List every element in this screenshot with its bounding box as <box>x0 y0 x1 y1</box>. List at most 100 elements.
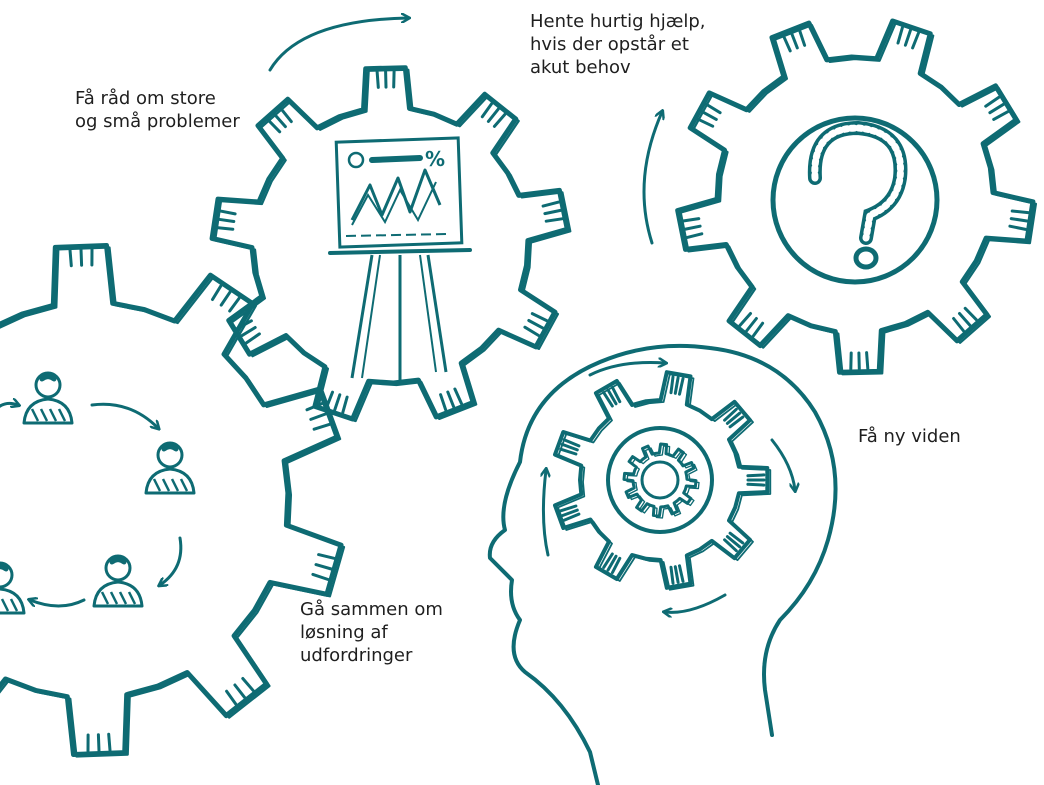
question-dot <box>853 246 879 270</box>
person-right-body-hatch <box>161 478 171 492</box>
gear-advice-outline-tooth-hatch <box>325 390 334 409</box>
people-arrow-4 <box>0 403 18 410</box>
head-gear-outline-shadow <box>557 373 772 591</box>
gear-together-outline <box>0 243 344 757</box>
person-bottom-body-hatch <box>118 591 128 605</box>
head-gear-outline-tooth-hatch <box>723 407 738 422</box>
head-gear-outline-tooth-hatch <box>562 438 581 448</box>
gear-together-outline-tooth-hatch <box>228 296 241 313</box>
caption-advice: Få råd om store og små problemer <box>75 87 240 133</box>
head-gear-outline-tooth-hatch <box>669 565 675 585</box>
gear-help-outline-tooth-hatch <box>705 102 722 115</box>
person-left-hair <box>0 564 9 572</box>
person-top-head <box>34 371 62 399</box>
gear-help-outline-tooth-hatch <box>700 110 718 121</box>
gear-help-outline-tooth-hatch <box>958 312 972 327</box>
head-gear-outline-tooth-hatch <box>606 554 618 572</box>
gear-advice-outline-tooth-hatch <box>273 113 287 129</box>
presentation-easel-icon: % <box>328 136 472 385</box>
caption-help: Hente hurtig hjælp, hvis der opstår et a… <box>530 10 706 79</box>
easel-bar <box>369 155 423 163</box>
head-with-gear-icon <box>487 343 838 785</box>
head-arrow-top <box>588 363 665 377</box>
gear-help-outline-tooth-hatch <box>984 95 1001 108</box>
question-hook-hatch <box>811 124 904 242</box>
gear-advice-outline-tooth-hatch <box>486 107 500 123</box>
head-arrow-left <box>543 470 548 557</box>
gear-help-outline-tooth-hatch <box>682 224 702 231</box>
gear-together-outline-tooth-hatch <box>314 563 333 571</box>
gear-help-outline-tooth-hatch <box>903 28 912 47</box>
gear-advice-outline-tooth-hatch <box>530 312 549 323</box>
person-top-hair <box>39 374 57 382</box>
person-left-body-hatch <box>0 598 10 612</box>
question-hook <box>807 120 908 245</box>
gear-advice-outline-tooth-hatch <box>333 393 342 412</box>
head-gear-inner-shadow <box>626 445 700 519</box>
gear-advice-outline-tooth-hatch <box>244 332 261 345</box>
head-arrow-bottom <box>665 593 727 612</box>
gear-advice-outline-tooth-hatch <box>543 208 562 216</box>
head-gear-outline-tooth-hatch <box>725 535 742 549</box>
gear-advice-outline-tooth-hatch <box>341 395 349 414</box>
easel-ledge <box>328 248 472 255</box>
caption-together: Gå sammen om løsning af udfordringer <box>300 598 443 667</box>
gear-advice-outline-tooth-hatch <box>523 325 541 337</box>
people-cycle-icon <box>0 371 196 615</box>
head-gear-hub <box>640 460 680 500</box>
gear-advice-outline-tooth-hatch <box>480 102 494 119</box>
head-gear-outline-tooth-hatch <box>678 564 685 583</box>
person-top-body <box>22 397 74 425</box>
gear-advice-outline-tooth-hatch <box>279 107 293 124</box>
head-gear-outline-tooth-hatch <box>611 386 622 404</box>
gear-together-outline-tooth-hatch <box>225 689 238 706</box>
head-gear-outline-tooth-hatch <box>728 415 745 429</box>
person-top-body-hatch <box>48 408 58 422</box>
people-arrow-2 <box>160 536 183 585</box>
gear-help-outline-tooth-hatch <box>696 117 715 128</box>
person-bottom-body <box>92 580 144 608</box>
person-right-hair <box>161 444 179 452</box>
people-arrow-3 <box>30 600 86 608</box>
head-silhouette <box>487 343 838 785</box>
head-gear-outline-tooth-hatch <box>673 565 680 584</box>
gear-help-outline-tooth-hatch <box>992 110 1010 121</box>
easel-leg-right <box>426 254 448 373</box>
arrow-advice-to-help <box>268 18 408 72</box>
person-right-body-hatch <box>170 478 180 492</box>
gear-help-outline-tooth-hatch <box>865 351 870 370</box>
head-gear-outline-tooth-hatch <box>602 552 614 569</box>
person-bottom-body-hatch <box>100 591 110 605</box>
caption-together-line-1: Gå sammen om <box>300 599 443 620</box>
person-top-body-hatch <box>30 408 40 422</box>
gear-together-outline-tooth-hatch <box>312 422 331 431</box>
person-left-head <box>0 561 14 589</box>
caption-together-line-3: udfordringer <box>300 645 413 666</box>
gear-advice-outline <box>209 65 570 422</box>
gear-help-outline-tooth-hatch <box>684 232 704 240</box>
gear-advice-outline-tooth-hatch <box>215 226 235 231</box>
arrow-head-to-help <box>642 112 662 245</box>
caption-advice-line-2: og små problemer <box>75 111 240 132</box>
person-right-body <box>144 467 196 495</box>
gear-together-outline-tooth-hatch <box>107 732 112 752</box>
head-gear-outline-tooth-hatch <box>611 556 622 574</box>
head-gear-outline-tooth-hatch <box>723 538 738 553</box>
gear-help-outline-tooth-hatch <box>798 28 807 47</box>
gear-help-outline-tooth-hatch <box>751 321 765 338</box>
person-right-body-hatch <box>179 478 189 492</box>
gear-help-outline-tooth-hatch <box>1010 209 1030 215</box>
head-gear-ring <box>606 426 714 534</box>
person-left <box>0 561 26 615</box>
gear-together-outline-tooth-hatch <box>79 247 84 267</box>
question-mark-icon <box>770 115 940 285</box>
gear-advice-outline-tooth-hatch <box>217 209 237 216</box>
head-arrow-right <box>770 438 795 490</box>
easel-chart-line <box>350 168 442 221</box>
person-bottom-hair <box>109 557 127 565</box>
caption-knowledge-line-1: Få ny viden <box>858 426 961 447</box>
gear-together-outline-tooth-hatch <box>233 683 247 700</box>
head-gear-outline-tooth-hatch <box>606 388 618 406</box>
easel-underline <box>345 233 449 237</box>
